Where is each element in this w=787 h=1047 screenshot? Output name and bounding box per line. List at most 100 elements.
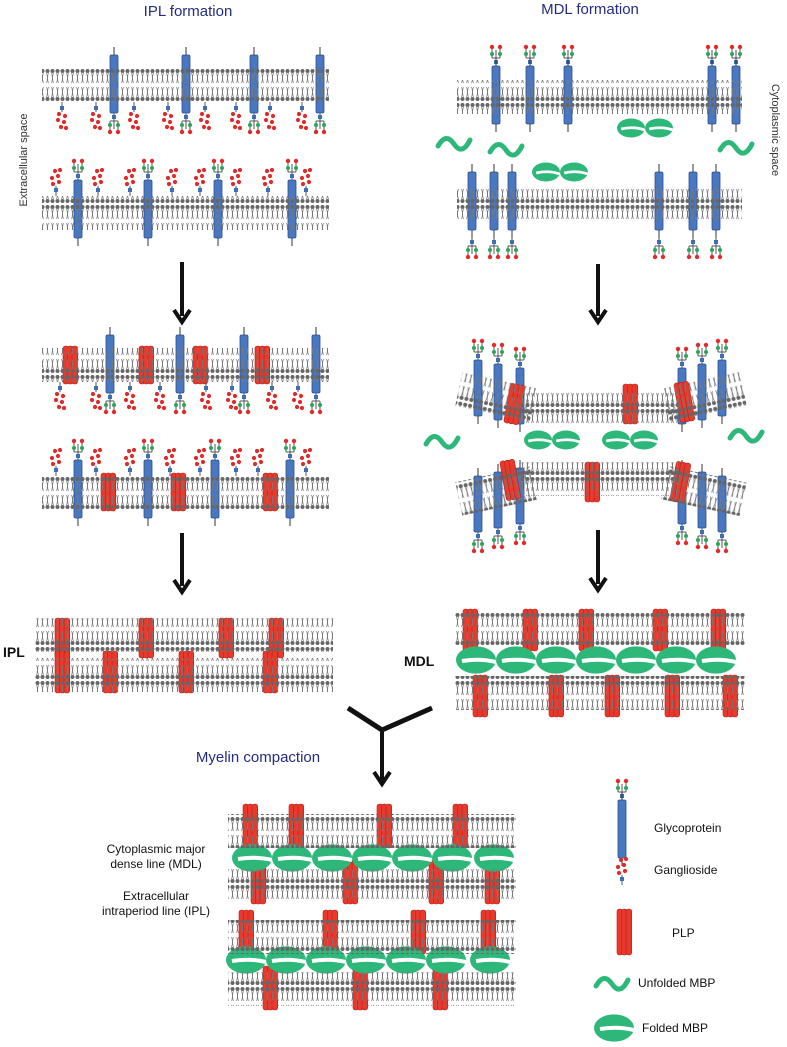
ganglioside	[229, 102, 243, 131]
glycan-chain	[675, 524, 689, 546]
plp	[616, 908, 632, 956]
folded-mbp	[616, 646, 657, 674]
folded-mbp	[656, 646, 697, 674]
glycan-chain	[179, 113, 193, 135]
glycan-chain	[107, 113, 121, 135]
ganglioside	[299, 167, 313, 196]
folded-mbp	[630, 430, 659, 450]
ganglioside	[55, 102, 69, 131]
ganglioside	[199, 382, 213, 411]
folded-mbp	[312, 844, 353, 872]
glycan-chain	[71, 158, 85, 180]
ganglioside	[198, 102, 212, 131]
down-arrow-ipl-1	[172, 262, 192, 326]
mdl-formation-title: MDL formation	[541, 1, 639, 18]
unfolded-mbp	[717, 140, 755, 156]
ganglioside	[123, 447, 137, 476]
top-membrane	[42, 348, 329, 382]
ganglioside	[291, 382, 305, 411]
folded-mbp	[696, 646, 737, 674]
mdl-formation-stage2	[423, 338, 765, 554]
folded-mbp	[432, 844, 473, 872]
top-membrane	[35, 618, 333, 652]
folded-mbp	[474, 844, 515, 872]
ganglioside	[89, 102, 103, 131]
glycoprotein	[617, 792, 627, 866]
top-membrane-right	[661, 372, 747, 422]
bottom-membrane	[42, 196, 329, 230]
glycan-chain	[237, 393, 251, 415]
legend-unfolded-mbp-label: Unfolded MBP	[638, 976, 715, 990]
lipid-bilayer	[228, 868, 516, 902]
down-arrow-ipl-2	[172, 533, 192, 596]
ganglioside	[89, 447, 103, 476]
bottom-membrane	[457, 186, 742, 220]
ganglioside	[295, 102, 309, 131]
down-arrow-mdl-1	[588, 264, 608, 326]
mdl-label-line2: dense line (MDL)	[110, 857, 201, 871]
unfolded-mbp-icon	[593, 976, 631, 992]
folded-mbp	[594, 1014, 635, 1042]
bottom-membrane-left	[455, 466, 537, 516]
ipl-formation-title: IPL formation	[144, 3, 233, 20]
folded-mbp	[524, 430, 553, 450]
folded-mbp-pair	[524, 430, 581, 450]
glycan-chain	[465, 238, 479, 260]
ganglioside	[153, 382, 167, 411]
ipl-label-line2: intraperiod line (IPL)	[102, 904, 210, 918]
top-membrane	[42, 68, 329, 102]
glycan-chain	[471, 338, 485, 360]
ganglioside-icon	[615, 856, 629, 885]
mdl-formation-stage1	[435, 44, 755, 260]
top-membrane-mid	[520, 392, 680, 426]
folded-mbp-pair	[532, 162, 589, 182]
legend-ganglioside-label: Ganglioside	[654, 863, 718, 877]
legend-folded-mbp-label: Folded MBP	[642, 1021, 708, 1035]
glycan-chain	[173, 393, 187, 415]
glycan-chain	[715, 338, 729, 360]
folded-mbp	[602, 430, 631, 450]
ganglioside	[229, 167, 243, 196]
ganglioside	[49, 447, 63, 476]
glycoprotein-icon	[615, 778, 629, 866]
glycan-chain	[491, 342, 505, 364]
glycan-chain	[141, 438, 155, 460]
glycan-chain	[141, 158, 155, 180]
unfolded-mbp	[435, 136, 473, 152]
folded-mbp	[352, 844, 393, 872]
glycan-chain	[686, 238, 700, 260]
ganglioside	[263, 102, 277, 131]
glycan-chain	[709, 238, 723, 260]
folded-mbp	[560, 162, 589, 182]
ganglioside	[229, 447, 243, 476]
legend-plp-label: PLP	[672, 926, 695, 940]
glycan-chain	[211, 158, 225, 180]
folded-mbp	[232, 844, 273, 872]
top-membrane	[457, 80, 742, 114]
ipl-stage-label: IPL	[3, 644, 25, 660]
ipl-label-line1: Extracellular	[123, 889, 189, 903]
ganglioside	[127, 102, 141, 131]
folded-mbp	[496, 646, 537, 674]
folded-mbp	[272, 844, 313, 872]
ganglioside	[53, 382, 67, 411]
ganglioside	[163, 447, 177, 476]
ganglioside	[615, 856, 629, 885]
ganglioside	[123, 167, 137, 196]
lipid-bilayer	[228, 972, 516, 1006]
mdl-stage-label: MDL	[404, 653, 435, 669]
folded-mbp	[645, 118, 674, 138]
ganglioside	[123, 382, 137, 411]
unfolded-mbp	[487, 142, 525, 158]
ganglioside	[161, 102, 175, 131]
glycan-chain	[715, 532, 729, 554]
ganglioside	[165, 167, 179, 196]
glycan-chain	[675, 346, 689, 368]
folded-mbp	[392, 844, 433, 872]
down-arrow-mdl-2	[588, 530, 608, 594]
ganglioside	[89, 382, 103, 411]
glycan-chain	[471, 532, 485, 554]
glycan-chain	[487, 238, 501, 260]
folded-mbp	[617, 118, 646, 138]
glycan-chain	[513, 524, 527, 546]
